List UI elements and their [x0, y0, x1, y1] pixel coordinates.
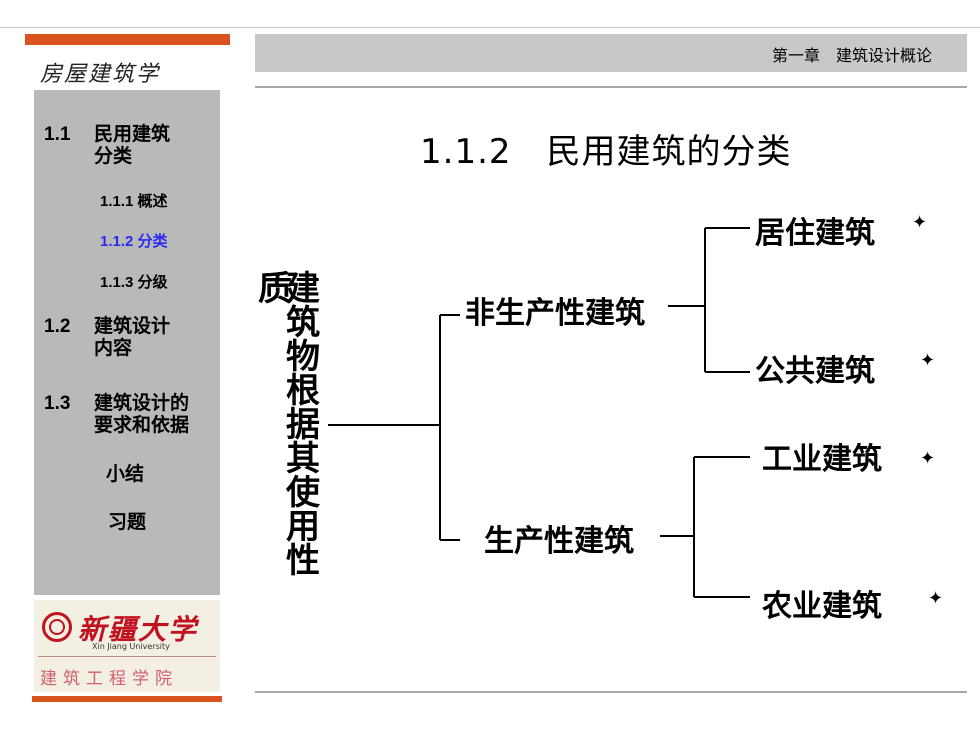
accent-bar-top	[25, 34, 230, 45]
sidebar-item-1-2-label[interactable]: 建筑设计 内容	[94, 316, 171, 359]
top-divider	[0, 27, 980, 28]
sidebar-nav	[34, 90, 220, 595]
course-title: 房屋建筑学	[40, 62, 161, 87]
branch-non-productive: 非生产性建筑	[465, 297, 645, 330]
root-label-vertical-text: 建筑物根据其使用性	[286, 269, 320, 581]
leaf-residential: 居住建筑	[755, 217, 875, 250]
sidebar-item-label[interactable]: 民用建筑 分类	[94, 124, 171, 167]
sidebar-item-1-1-1[interactable]: 1.1.1 概述	[100, 193, 168, 210]
sidebar-item-1-3-label[interactable]: 建筑设计的 要求和依据	[94, 393, 190, 436]
sidebar-item-1-1[interactable]: 1.1	[44, 124, 70, 146]
sidebar-item-summary[interactable]: 小结	[106, 464, 145, 485]
sidebar-item-1-1-3[interactable]: 1.1.3 分级	[100, 274, 168, 291]
university-name: 新疆大学	[78, 613, 199, 646]
chapter-title: 第一章 建筑设计概论	[771, 46, 932, 65]
sidebar-item-1-1-2[interactable]: 1.1.2 分类	[100, 233, 168, 250]
sidebar-item-number: 1.1	[44, 124, 71, 145]
university-emblem-icon	[42, 612, 72, 642]
branch-productive: 生产性建筑	[484, 525, 634, 558]
root-label-prefix: 质	[258, 269, 292, 309]
footer-divider	[255, 691, 967, 693]
emblem-inner-icon	[49, 619, 65, 635]
sidebar-item-1-2[interactable]: 1.2	[44, 316, 71, 337]
header-divider	[255, 86, 967, 88]
leaf-public: 公共建筑	[755, 355, 875, 388]
leaf-agricultural: 农业建筑	[762, 590, 882, 623]
sidebar-item-1-3[interactable]: 1.3	[44, 393, 71, 414]
header-band	[255, 34, 967, 72]
logo-divider	[38, 656, 216, 657]
sidebar-item-exercises[interactable]: 习题	[108, 512, 147, 533]
sparkle-marker-icon: ✦	[920, 350, 936, 371]
sparkle-marker-icon: ✦	[920, 448, 936, 469]
college-name: 建筑工程学院	[40, 669, 178, 689]
university-name-en: Xin Jiang University	[92, 642, 170, 651]
leaf-industrial: 工业建筑	[762, 443, 882, 476]
sparkle-marker-icon: ✦	[928, 588, 944, 609]
sparkle-marker-icon: ✦	[912, 212, 928, 233]
page-title: 1.1.2 民用建筑的分类	[420, 132, 792, 172]
accent-bar-bottom	[32, 696, 222, 702]
